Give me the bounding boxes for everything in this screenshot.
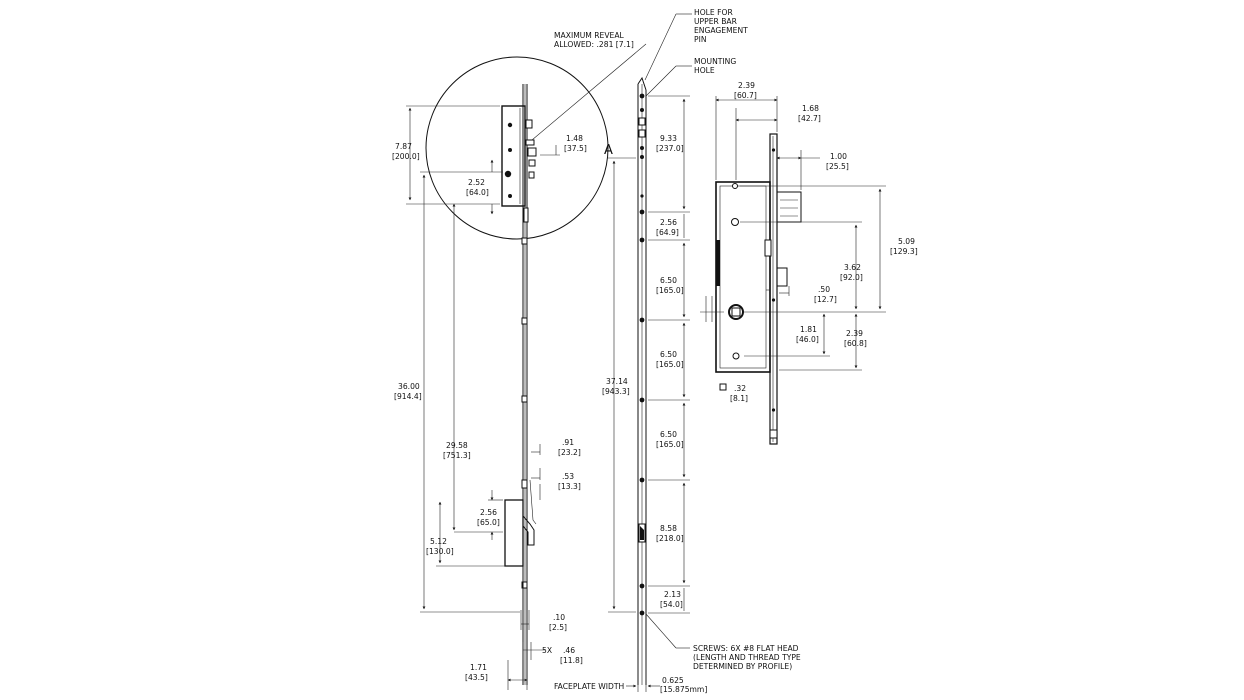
svg-text:[23.2]: [23.2] — [558, 448, 581, 457]
svg-text:[25.5]: [25.5] — [826, 162, 849, 171]
svg-text:FACEPLATE WIDTH: FACEPLATE WIDTH — [554, 682, 624, 691]
svg-text:[54.0]: [54.0] — [660, 600, 683, 609]
svg-text:[218.0]: [218.0] — [656, 534, 684, 543]
svg-text:[15.875mm]: [15.875mm] — [660, 685, 707, 694]
svg-text:37.14: 37.14 — [606, 377, 628, 386]
svg-text:[237.0]: [237.0] — [656, 144, 684, 153]
left-lock-case — [501, 105, 537, 223]
svg-text:MAXIMUM REVEAL: MAXIMUM REVEAL — [554, 31, 625, 40]
svg-text:1.71: 1.71 — [470, 663, 487, 672]
svg-text:2.52: 2.52 — [468, 178, 485, 187]
svg-text:ENGAGEMENT: ENGAGEMENT — [694, 26, 748, 35]
svg-text:ALLOWED: .281 [7.1]: ALLOWED: .281 [7.1] — [554, 40, 634, 49]
svg-text:7.87: 7.87 — [395, 142, 412, 151]
svg-text:2.13: 2.13 — [664, 590, 681, 599]
svg-text:.32: .32 — [734, 384, 746, 393]
svg-text:HOLE FOR: HOLE FOR — [694, 8, 733, 17]
svg-text:MOUNTING: MOUNTING — [694, 57, 736, 66]
detail-letter: A — [604, 143, 613, 158]
svg-text:3.62: 3.62 — [844, 263, 861, 272]
svg-text:5.12: 5.12 — [430, 537, 447, 546]
svg-text:.50: .50 — [818, 285, 830, 294]
svg-text:0.625: 0.625 — [662, 676, 684, 685]
svg-text:6.50: 6.50 — [660, 276, 677, 285]
svg-text:[130.0]: [130.0] — [426, 547, 454, 556]
svg-text:1.00: 1.00 — [830, 152, 847, 161]
svg-text:[60.7]: [60.7] — [734, 91, 757, 100]
svg-text:[8.1]: [8.1] — [730, 394, 748, 403]
svg-text:[165.0]: [165.0] — [656, 286, 684, 295]
svg-text:6.50: 6.50 — [660, 430, 677, 439]
svg-text:8.58: 8.58 — [660, 524, 677, 533]
svg-text:[12.7]: [12.7] — [814, 295, 837, 304]
svg-text:[64.9]: [64.9] — [656, 228, 679, 237]
right-labels: 2.39 [60.7] 1.68 [42.7] 1.00 [25.5] 5.09… — [730, 81, 918, 403]
svg-text:[11.8]: [11.8] — [560, 656, 583, 665]
svg-text:[165.0]: [165.0] — [656, 360, 684, 369]
svg-text:[46.0]: [46.0] — [796, 335, 819, 344]
svg-text:[2.5]: [2.5] — [549, 623, 567, 632]
svg-text:.53: .53 — [562, 472, 574, 481]
svg-text:5.09: 5.09 — [898, 237, 915, 246]
svg-text:9.33: 9.33 — [660, 134, 677, 143]
svg-text:1.81: 1.81 — [800, 325, 817, 334]
right-lock-body — [715, 133, 802, 445]
middle-faceplate — [637, 76, 647, 685]
svg-text:[943.3]: [943.3] — [602, 387, 630, 396]
svg-text:HOLE: HOLE — [694, 66, 715, 75]
svg-text:[751.3]: [751.3] — [443, 451, 471, 460]
svg-text:[200.0]: [200.0] — [392, 152, 420, 161]
left-dimensions — [406, 43, 647, 690]
svg-text:[165.0]: [165.0] — [656, 440, 684, 449]
svg-text:1.68: 1.68 — [802, 104, 819, 113]
svg-text:6.50: 6.50 — [660, 350, 677, 359]
svg-text:5X: 5X — [542, 646, 552, 655]
right-dimensions — [700, 96, 886, 391]
svg-text:1.48: 1.48 — [566, 134, 583, 143]
svg-text:36.00: 36.00 — [398, 382, 420, 391]
svg-text:UPPER BAR: UPPER BAR — [694, 17, 738, 26]
middle-labels: HOLE FOR UPPER BAR ENGAGEMENT PIN MOUNTI… — [554, 8, 801, 694]
svg-text:[60.8]: [60.8] — [844, 339, 867, 348]
svg-text:[13.3]: [13.3] — [558, 482, 581, 491]
left-view: A — [392, 31, 647, 690]
left-latch-hook — [504, 479, 537, 620]
svg-text:[64.0]: [64.0] — [466, 188, 489, 197]
svg-text:2.56: 2.56 — [480, 508, 497, 517]
svg-text:[43.5]: [43.5] — [465, 673, 488, 682]
svg-text:29.58: 29.58 — [446, 441, 468, 450]
svg-text:DETERMINED BY PROFILE): DETERMINED BY PROFILE) — [693, 662, 792, 671]
svg-text:2.56: 2.56 — [660, 218, 677, 227]
svg-text:SCREWS: 6X #8 FLAT HEAD: SCREWS: 6X #8 FLAT HEAD — [693, 644, 799, 653]
svg-text:2.39: 2.39 — [738, 81, 755, 90]
svg-text:[914.4]: [914.4] — [394, 392, 422, 401]
detail-circle — [425, 56, 609, 240]
svg-text:[92.0]: [92.0] — [840, 273, 863, 282]
middle-view: HOLE FOR UPPER BAR ENGAGEMENT PIN MOUNTI… — [554, 8, 801, 694]
svg-text:[37.5]: [37.5] — [564, 144, 587, 153]
svg-text:.10: .10 — [553, 613, 565, 622]
svg-text:.91: .91 — [562, 438, 574, 447]
svg-text:[129.3]: [129.3] — [890, 247, 918, 256]
svg-text:.46: .46 — [563, 646, 575, 655]
svg-text:[42.7]: [42.7] — [798, 114, 821, 123]
svg-text:(LENGTH AND THREAD TYPE: (LENGTH AND THREAD TYPE — [693, 653, 801, 662]
svg-text:[65.0]: [65.0] — [477, 518, 500, 527]
middle-dimensions — [608, 13, 692, 692]
left-labels: MAXIMUM REVEAL ALLOWED: .281 [7.1] 7.87 … — [392, 31, 634, 682]
svg-text:PIN: PIN — [694, 35, 707, 44]
right-view: 2.39 [60.7] 1.68 [42.7] 1.00 [25.5] 5.09… — [700, 81, 918, 445]
svg-text:2.39: 2.39 — [846, 329, 863, 338]
